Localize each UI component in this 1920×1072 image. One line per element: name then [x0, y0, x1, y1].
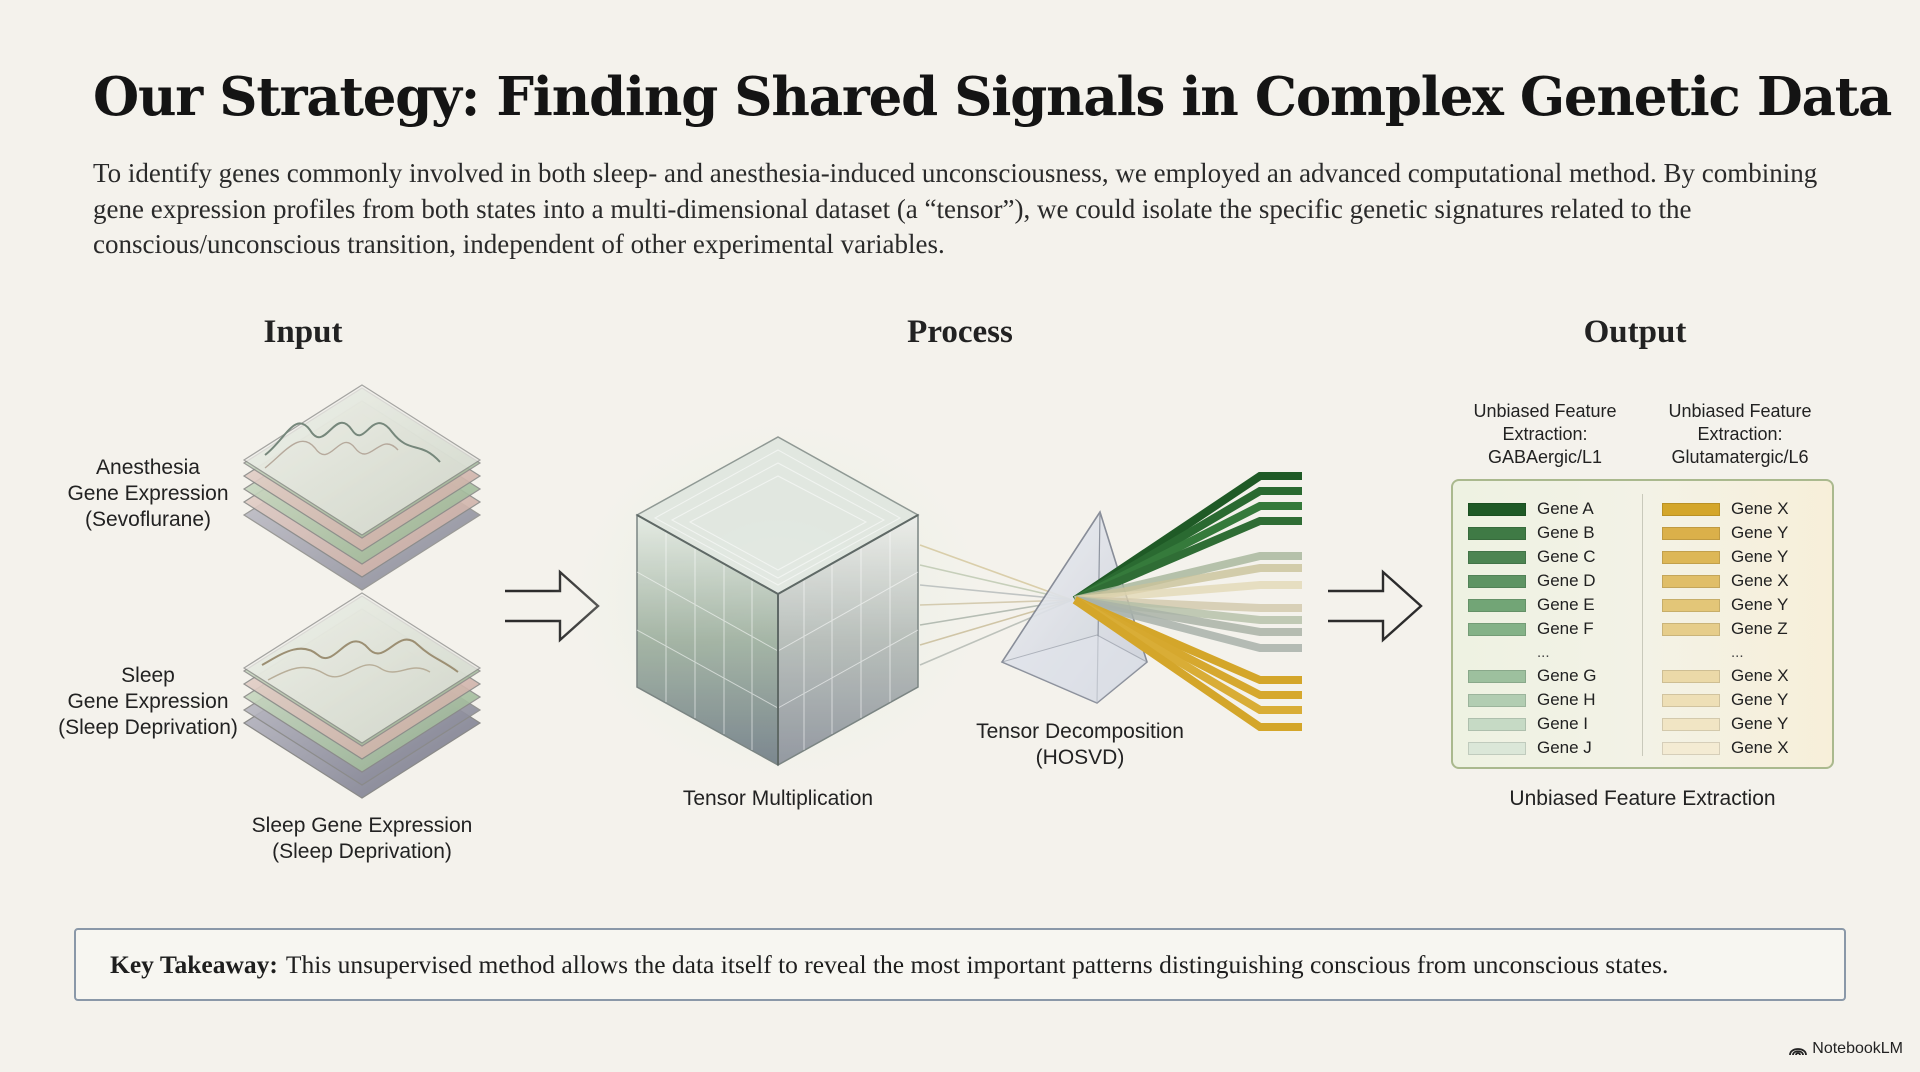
gene-color-bar — [1662, 718, 1720, 731]
tensor-decomposition-label: Tensor Decomposition (HOSVD) — [930, 719, 1230, 771]
gene-row: ... — [1468, 641, 1597, 664]
anesthesia-layer-stack — [244, 385, 480, 590]
gene-color-bar — [1662, 599, 1720, 612]
gene-name: Gene X — [1731, 571, 1789, 591]
gene-row: Gene Y — [1662, 545, 1789, 569]
glutamatergic-gene-list: Gene X Gene Y Gene Y Gene X Gene Y Gene Z... G… — [1662, 497, 1789, 760]
gene-name: Gene F — [1537, 619, 1594, 639]
gene-name: Gene B — [1537, 523, 1595, 543]
gene-row: Gene J — [1468, 736, 1597, 760]
notebooklm-logo-icon — [1789, 1042, 1807, 1056]
gene-name: Gene Z — [1731, 619, 1788, 639]
tensor-multiplication-label: Tensor Multiplication — [628, 786, 928, 812]
gene-name: Gene Y — [1731, 523, 1788, 543]
gene-row: Gene Y — [1662, 712, 1789, 736]
gene-name: Gene Y — [1731, 714, 1788, 734]
key-takeaway-label: Key Takeaway: — [110, 950, 278, 980]
anesthesia-label: Anesthesia Gene Expression (Sevoflurane) — [48, 455, 248, 533]
gene-name: Gene Y — [1731, 595, 1788, 615]
output-heading-glutamatergic: Unbiased Feature Extraction: Glutamaterg… — [1640, 400, 1840, 469]
gene-name: Gene X — [1731, 499, 1789, 519]
gene-color-bar — [1662, 527, 1720, 540]
gene-name: Gene E — [1537, 595, 1595, 615]
sleep-layer-stack — [244, 593, 480, 798]
gene-row: Gene Y — [1662, 593, 1789, 617]
gene-color-bar — [1468, 599, 1526, 612]
output-heading-gabaergic: Unbiased Feature Extraction: GABAergic/L… — [1445, 400, 1645, 469]
gene-color-bar — [1662, 551, 1720, 564]
gene-row: Gene G — [1468, 664, 1597, 688]
gene-name: Gene J — [1537, 738, 1592, 758]
gene-name: Gene C — [1537, 547, 1596, 567]
gene-color-bar — [1662, 742, 1720, 755]
gene-row: Gene X — [1662, 497, 1789, 521]
sleep-label: Sleep Gene Expression (Sleep Deprivation… — [48, 663, 248, 741]
gene-row: Gene F — [1468, 617, 1597, 641]
key-takeaway-text: This unsupervised method allows the data… — [286, 950, 1668, 980]
gene-row: ... — [1662, 641, 1789, 664]
gene-name: Gene G — [1537, 666, 1597, 686]
gene-row: Gene Z — [1662, 617, 1789, 641]
gene-name: Gene D — [1537, 571, 1596, 591]
gene-color-bar — [1468, 551, 1526, 564]
gene-color-bar — [1468, 694, 1526, 707]
gabaergic-gene-list: Gene A Gene B Gene C Gene D Gene E Gene F... G… — [1468, 497, 1597, 760]
gene-color-bar — [1662, 575, 1720, 588]
gene-color-bar — [1662, 694, 1720, 707]
gene-row: Gene I — [1468, 712, 1597, 736]
gene-color-bar — [1662, 503, 1720, 516]
gene-color-bar — [1662, 623, 1720, 636]
gene-row: Gene Y — [1662, 688, 1789, 712]
gene-list-divider — [1642, 494, 1643, 756]
gene-color-bar — [1468, 670, 1526, 683]
brand-name: NotebookLM — [1812, 1040, 1903, 1058]
output-caption: Unbiased Feature Extraction — [1450, 786, 1835, 812]
gene-row: Gene X — [1662, 664, 1789, 688]
brand-mark: NotebookLM — [1789, 1040, 1903, 1058]
gene-name: Gene X — [1731, 738, 1789, 758]
gene-row: Gene C — [1468, 545, 1597, 569]
sleep-caption: Sleep Gene Expression (Sleep Deprivation… — [232, 813, 492, 865]
gene-name: Gene X — [1731, 666, 1789, 686]
right-arrow-icon — [1328, 572, 1421, 640]
gene-color-bar — [1468, 527, 1526, 540]
gene-row: Gene E — [1468, 593, 1597, 617]
gene-name: Gene A — [1537, 499, 1594, 519]
gene-row: Gene H — [1468, 688, 1597, 712]
gene-name: Gene Y — [1731, 690, 1788, 710]
gene-color-bar — [1468, 742, 1526, 755]
gene-name: ... — [1537, 644, 1550, 661]
gene-color-bar — [1468, 575, 1526, 588]
gene-row: Gene A — [1468, 497, 1597, 521]
key-takeaway-box: Key Takeaway: This unsupervised method a… — [74, 928, 1846, 1001]
gene-name: ... — [1731, 644, 1744, 661]
gene-row: Gene X — [1662, 736, 1789, 760]
gene-row: Gene B — [1468, 521, 1597, 545]
gene-row: Gene Y — [1662, 521, 1789, 545]
gene-color-bar — [1468, 718, 1526, 731]
gene-color-bar — [1468, 503, 1526, 516]
gene-name: Gene I — [1537, 714, 1588, 734]
gene-name: Gene H — [1537, 690, 1596, 710]
gene-color-bar — [1662, 670, 1720, 683]
gene-row: Gene X — [1662, 569, 1789, 593]
gene-name: Gene Y — [1731, 547, 1788, 567]
gene-color-bar — [1468, 623, 1526, 636]
gene-row: Gene D — [1468, 569, 1597, 593]
